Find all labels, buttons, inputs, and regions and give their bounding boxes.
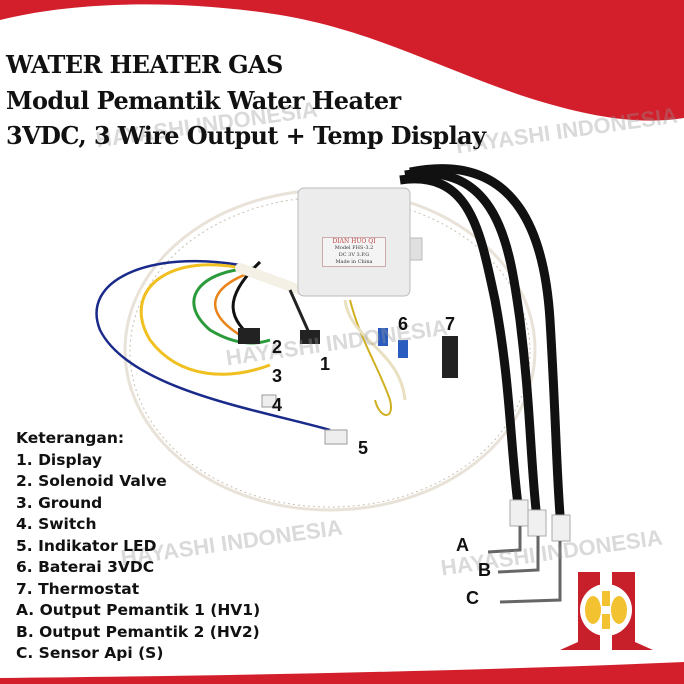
- brand-logo: [556, 572, 657, 650]
- title-line-2: Modul Pemantik Water Heater: [6, 86, 401, 115]
- yellow-wire: [139, 263, 271, 376]
- connector-6b: [398, 340, 408, 358]
- module-spec: DC 3V 3.P.G: [338, 252, 370, 258]
- legend-item: 3. Ground: [16, 493, 103, 512]
- module-origin: Made in China: [335, 259, 373, 265]
- callout-a: A: [456, 535, 469, 555]
- connector-2: [238, 328, 260, 344]
- sensor-lead-c: [409, 164, 565, 516]
- legend-heading: Keterangan:: [16, 429, 125, 447]
- white-wire-sleeve: [235, 263, 305, 295]
- legend-item: 7. Thermostat: [16, 579, 140, 598]
- connector-6a: [378, 328, 388, 346]
- legend-item: B. Output Pemantik 2 (HV2): [16, 622, 260, 641]
- callout-6: 6: [398, 314, 409, 334]
- legend-item: A. Output Pemantik 1 (HV1): [16, 601, 261, 619]
- callout-1: 1: [320, 354, 331, 374]
- callout-3: 3: [272, 366, 283, 386]
- connector-4: [261, 394, 277, 408]
- title-line-1: WATER HEATER GAS: [6, 50, 283, 79]
- legend-item: 2. Solenoid Valve: [16, 472, 167, 490]
- module-label: DIAN HUO QI Model FHS-3.2 DC 3V 3.P.G Ma…: [322, 237, 386, 267]
- hv-lead-b: [404, 168, 541, 511]
- callout-7: 7: [445, 314, 456, 334]
- top-red-banner: [0, 0, 684, 121]
- legend-item: 1. Display: [16, 450, 102, 469]
- electrode-b: [497, 536, 540, 574]
- bottom-red-banner: [0, 662, 684, 684]
- module-brand: DIAN HUO QI: [332, 238, 376, 245]
- callout-2: 2: [272, 337, 283, 357]
- connector-5: [324, 429, 348, 445]
- orange-wire: [213, 268, 259, 337]
- legend-item: 6. Baterai 3VDC: [16, 558, 155, 576]
- legend-item: 5. Indikator LED: [16, 536, 157, 555]
- title-line-3: 3VDC, 3 Wire Output + Temp Display: [6, 121, 486, 150]
- legend: Keterangan: 1. Display 2. Solenoid Valve…: [16, 428, 260, 665]
- hv-lead-a: [399, 174, 523, 506]
- connector-1: [300, 330, 320, 344]
- callout-b: B: [478, 560, 491, 580]
- electrode-a: [487, 526, 522, 554]
- legend-item: C. Sensor Api (S): [16, 644, 164, 662]
- callout-4: 4: [272, 395, 283, 415]
- legend-item: 4. Switch: [16, 515, 97, 533]
- electrode-c: [499, 541, 562, 604]
- module-model: Model FHS-3.2: [334, 245, 374, 251]
- callout-5: 5: [358, 438, 369, 458]
- connector-7: [442, 336, 458, 378]
- blue-wire: [95, 259, 331, 432]
- callout-c: C: [466, 588, 479, 608]
